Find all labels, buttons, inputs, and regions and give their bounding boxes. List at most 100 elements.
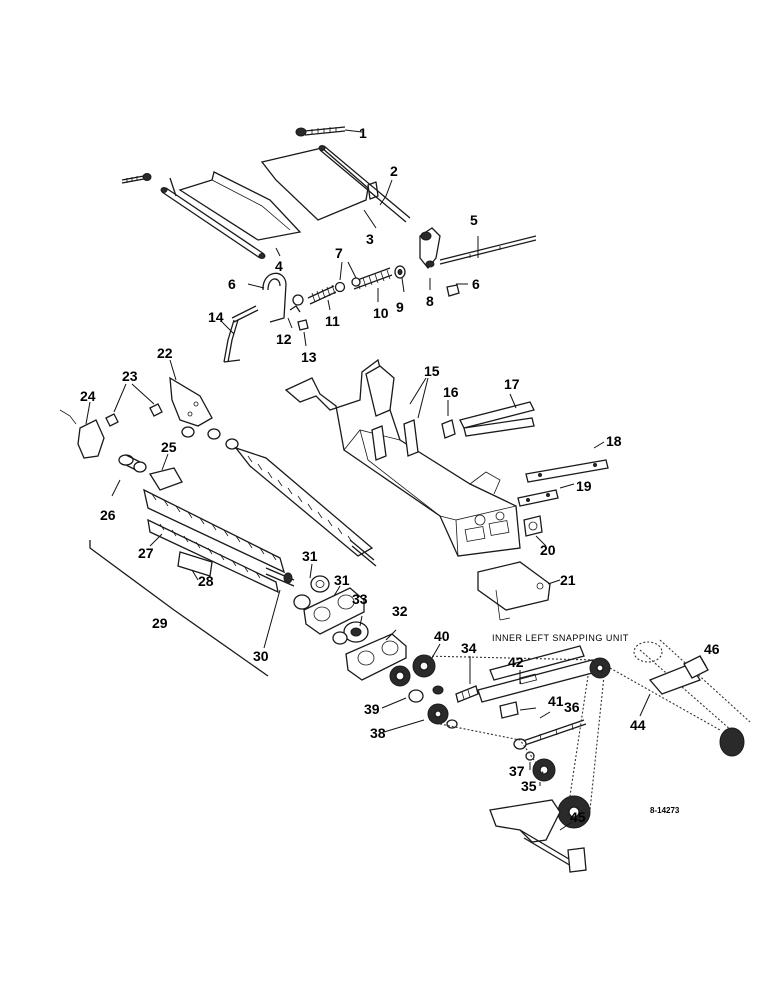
nut-10: [394, 265, 406, 279]
callout-15: 15: [424, 363, 440, 379]
flange-31-upper: [303, 587, 365, 635]
callout-6-right: 6: [472, 276, 480, 292]
clip-11: [289, 305, 301, 313]
callout-11: 12: [276, 331, 292, 347]
callout-24: 29: [152, 615, 168, 631]
callout-8: 10: [373, 305, 389, 321]
callout-3: 2: [390, 163, 398, 179]
bolts-35: [105, 403, 163, 427]
roll-upper: [234, 446, 377, 567]
sprocket-large: [557, 795, 591, 829]
callout-17: 21: [560, 572, 576, 588]
unit-caption: INNER LEFT SNAPPING UNIT: [492, 633, 629, 643]
rod-38: [513, 719, 587, 750]
bracket-16: [489, 799, 587, 873]
callout-38: 36: [564, 699, 580, 715]
callout-4: 1: [359, 125, 367, 141]
bracket-17: [477, 561, 551, 621]
washer-41: [408, 685, 444, 703]
bracket-19: [683, 655, 709, 679]
block-18: [441, 419, 456, 439]
callout-12: 5: [470, 212, 478, 228]
callout-7: 8: [426, 293, 434, 309]
callout-18: 16: [443, 384, 459, 400]
roll-25: [143, 488, 286, 594]
plate-1: [178, 171, 302, 241]
bracket-24: [89, 540, 269, 677]
sprocket-32: [332, 621, 369, 645]
bracket-44: [499, 701, 519, 719]
callout-13: 7: [335, 245, 343, 261]
frame-main: [284, 358, 521, 557]
washer-39: [525, 751, 535, 761]
leader-lines: [85, 129, 707, 831]
plate-27: [177, 551, 213, 577]
callout-46: 44: [630, 717, 646, 733]
callout-31-lower: 32: [392, 603, 408, 619]
callout-28: 25: [161, 439, 177, 455]
drive-chain: [423, 655, 721, 811]
callout-25: 27: [138, 545, 154, 561]
callout-33: 34: [461, 640, 477, 656]
rod-3: [318, 145, 411, 223]
cap-6-right: [446, 284, 460, 297]
rod-12: [439, 235, 537, 265]
strap-21: [517, 489, 559, 507]
callout-32: 33: [352, 591, 368, 607]
callout-34: 24: [80, 388, 96, 404]
sprockets-42: [389, 654, 436, 687]
callouts: 1 2 3 4 5 6 6 7 8 9 10 11 12 13 14 15 16…: [80, 125, 720, 825]
callout-6-left: 13: [301, 349, 317, 365]
plate-36: [169, 376, 213, 427]
callout-37: 35: [521, 778, 537, 794]
sprocket-upper-right: [589, 657, 611, 679]
bar-45: [477, 645, 597, 703]
bolt-4: [295, 126, 346, 137]
callout-39: 37: [509, 763, 525, 779]
callout-26: 30: [253, 648, 269, 664]
callout-5: 6: [228, 276, 236, 292]
strap-22: [525, 459, 609, 483]
callout-29: 26: [100, 507, 116, 523]
bracket-7: [419, 227, 441, 270]
callout-23: 20: [540, 542, 556, 558]
bracket-5: [262, 272, 287, 323]
callout-21: 19: [576, 478, 592, 494]
callout-16: 45: [570, 809, 586, 825]
callout-14: 14: [208, 309, 224, 325]
strap-20: [459, 401, 535, 437]
plate-23: [523, 515, 543, 537]
reference-number: 8-14273: [650, 806, 680, 815]
shaft-26: [265, 567, 295, 587]
callout-42: 40: [434, 628, 450, 644]
callout-31-upper: 31: [334, 572, 350, 588]
bolt-left: [121, 173, 152, 184]
callout-41: 39: [364, 701, 380, 717]
callout-1: 4: [275, 258, 283, 274]
crank-14: [223, 305, 259, 363]
callout-44: 41: [548, 693, 564, 709]
callout-20: 17: [504, 376, 520, 392]
callout-40: 38: [370, 725, 386, 741]
bracket-34: [59, 409, 105, 459]
sprocket-40: [427, 703, 458, 729]
callout-30: 31: [302, 548, 318, 564]
bushings-upper: [181, 426, 239, 450]
callout-22: 18: [606, 433, 622, 449]
callout-27: 28: [198, 573, 214, 589]
nut-13: [334, 277, 361, 293]
callout-10: 9: [396, 299, 404, 315]
spring-9: [292, 284, 337, 306]
bracket-15: [365, 365, 419, 461]
callout-45: 42: [508, 654, 524, 670]
callout-9: 11: [325, 313, 340, 329]
callout-19: 46: [704, 641, 720, 657]
sprocket-37: [532, 758, 556, 782]
bushing-29: [118, 454, 147, 473]
callout-36: 22: [157, 345, 173, 361]
bearing-30: [293, 575, 330, 610]
roll-46: [633, 639, 751, 757]
rod-1: [160, 177, 266, 259]
cap-6-left: [297, 319, 309, 331]
